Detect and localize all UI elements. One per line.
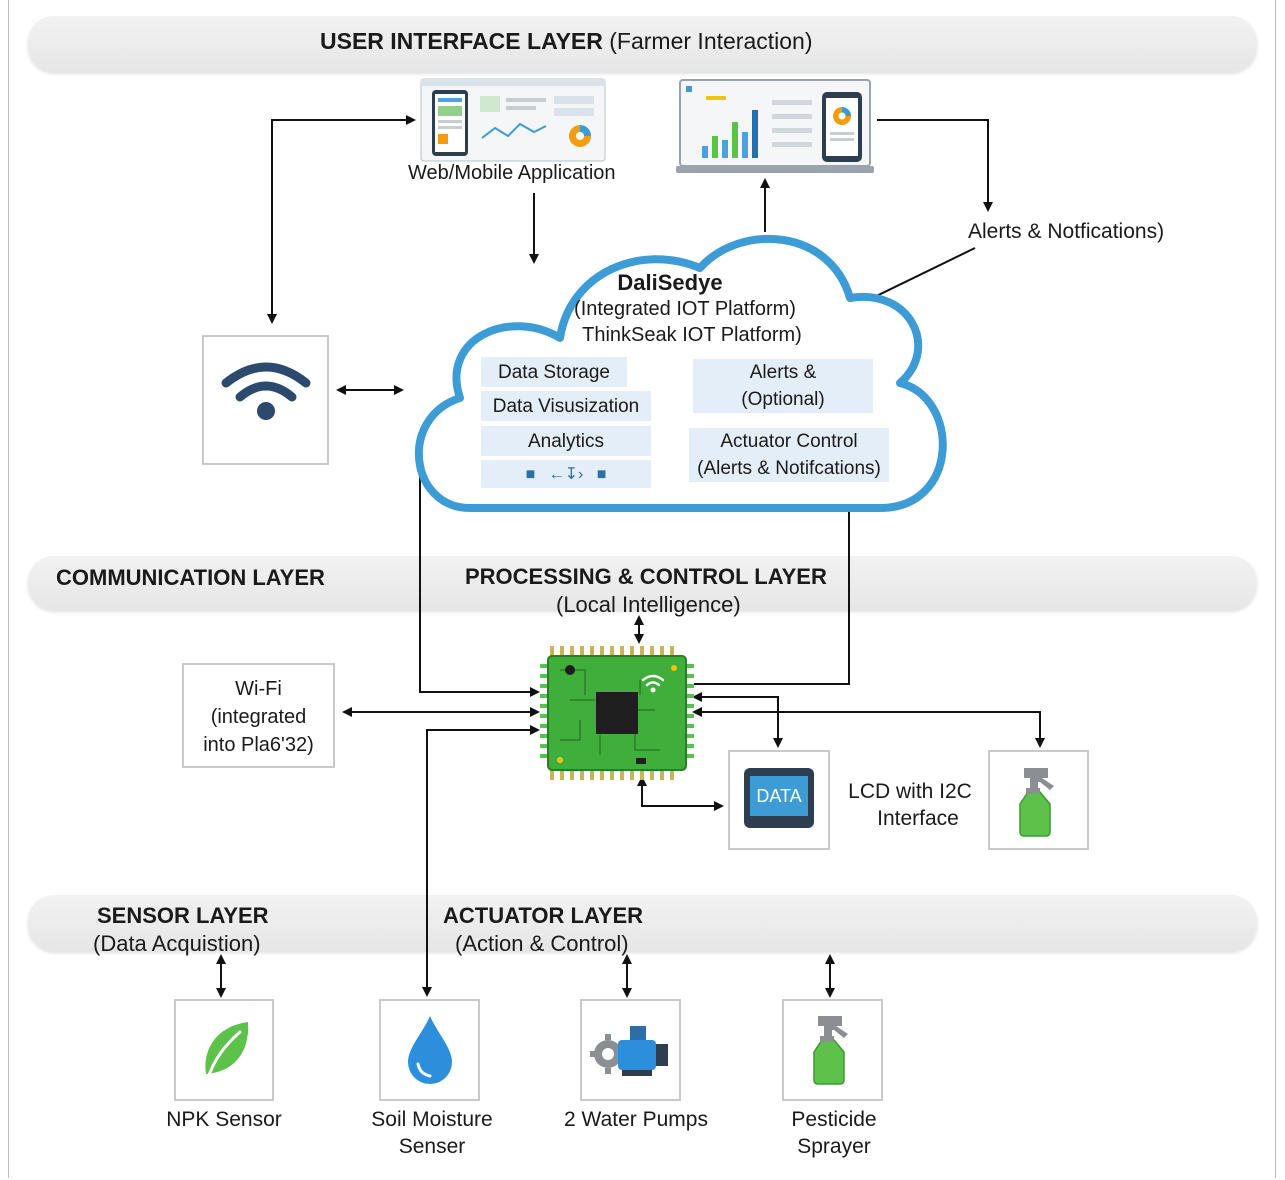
diagram-frame (8, 0, 1276, 1178)
arrow-pcb-cloud (694, 486, 854, 685)
arrow-pcb-lcd-bottom (637, 776, 724, 811)
arrow-soil-pcb (422, 725, 540, 997)
actuator-control-line-1: Actuator Control (720, 431, 858, 452)
lcd-label-2: Interface (877, 807, 959, 830)
wifi-module-box: Wi-Fi (integrated into Pla6'32) (182, 663, 335, 768)
ui-layer-title: USER INTERFACE LAYER (Farmer Interaction… (320, 28, 812, 55)
arrow-app-wifi (267, 115, 416, 324)
arrow-dashboard-alerts (877, 119, 993, 212)
arrow-pcb-lcd-top (692, 692, 783, 748)
alerts-notifications-label: Alerts & Notfications) (968, 220, 1165, 243)
sensor-actuator-layer-band (28, 895, 1257, 951)
square-icon: ■ (596, 465, 607, 483)
sensor-layer-title: SENSOR LAYER (97, 903, 269, 928)
arrow-pcb-sprayer (692, 707, 1045, 748)
wifi-icon (221, 362, 311, 420)
arrow-cloud-pcb (419, 460, 540, 697)
ui-layer-subtitle: (Farmer Interaction) (609, 28, 813, 54)
wifi-icon-box (202, 335, 329, 465)
ui-layer-name: USER INTERFACE LAYER (320, 28, 603, 54)
cloud-subtitle-1: (Integrated IOT Platform) (574, 298, 796, 320)
leaf-icon (205, 1022, 249, 1080)
spray-bottle-icon (1019, 768, 1054, 837)
analytics-controls-box: ■ ←↧› ■ (481, 460, 651, 488)
wifi-module-line-3: into Pla6'32) (203, 734, 314, 756)
data-storage-box: Data Storage (481, 357, 627, 387)
lcd-screen: DATA (744, 768, 814, 828)
alerts-optional-line-1: Alerts & (749, 362, 817, 383)
pesticide-spray-bottle-icon (813, 1016, 848, 1085)
data-visualization-box: Data Visusization (481, 391, 651, 421)
pesticide-sprayer-label-2: Sprayer (797, 1135, 871, 1158)
water-drop-icon (408, 1016, 452, 1084)
water-pump-icon (590, 1026, 668, 1076)
wifi-module-line-1: Wi-Fi (235, 678, 282, 700)
sensor-layer-subtitle: (Data Acquistion) (93, 931, 261, 956)
lcd-label-1: LCD with I2C (848, 780, 972, 803)
alerts-optional-box: Alerts & (Optional) (693, 359, 873, 413)
lcd-screen-text: DATA (750, 776, 808, 816)
communication-layer-title: COMMUNICATION LAYER (56, 565, 325, 590)
processing-layer-title: PROCESSING & CONTROL LAYER (465, 564, 827, 589)
water-pumps-label: 2 Water Pumps (564, 1108, 708, 1131)
alerts-optional-line-2: (Optional) (741, 389, 825, 410)
microcontroller-board (540, 646, 694, 780)
stop-icon: ■ (525, 465, 549, 483)
communication-layer-band (28, 556, 1257, 610)
transfer-icon: ←↧› (548, 465, 597, 483)
pesticide-sprayer-label-1: Pesticide (791, 1108, 877, 1131)
user-interface-layer-band (28, 16, 1257, 72)
npk-sensor-label: NPK Sensor (166, 1108, 282, 1131)
wifi-module-line-2: (integrated (210, 706, 307, 728)
web-mobile-app-image (420, 78, 606, 162)
actuator-control-box: Actuator Control (Alerts & Notifcations) (689, 428, 889, 482)
processing-layer-subtitle: (Local Intelligence) (556, 592, 741, 617)
cloud-subtitle-2: ThinkSeak IOT Platform) (582, 324, 802, 346)
actuator-control-line-2: (Alerts & Notifcations) (697, 458, 881, 479)
cloud-title: DaliSedye (617, 270, 723, 295)
dashboard-laptop-image (676, 79, 874, 173)
analytics-box: Analytics (481, 426, 651, 456)
web-mobile-app-label: Web/Mobile Application (408, 162, 616, 184)
soil-moisture-label-1: Soil Moisture (371, 1108, 493, 1131)
soil-moisture-label-2: Senser (398, 1135, 466, 1158)
